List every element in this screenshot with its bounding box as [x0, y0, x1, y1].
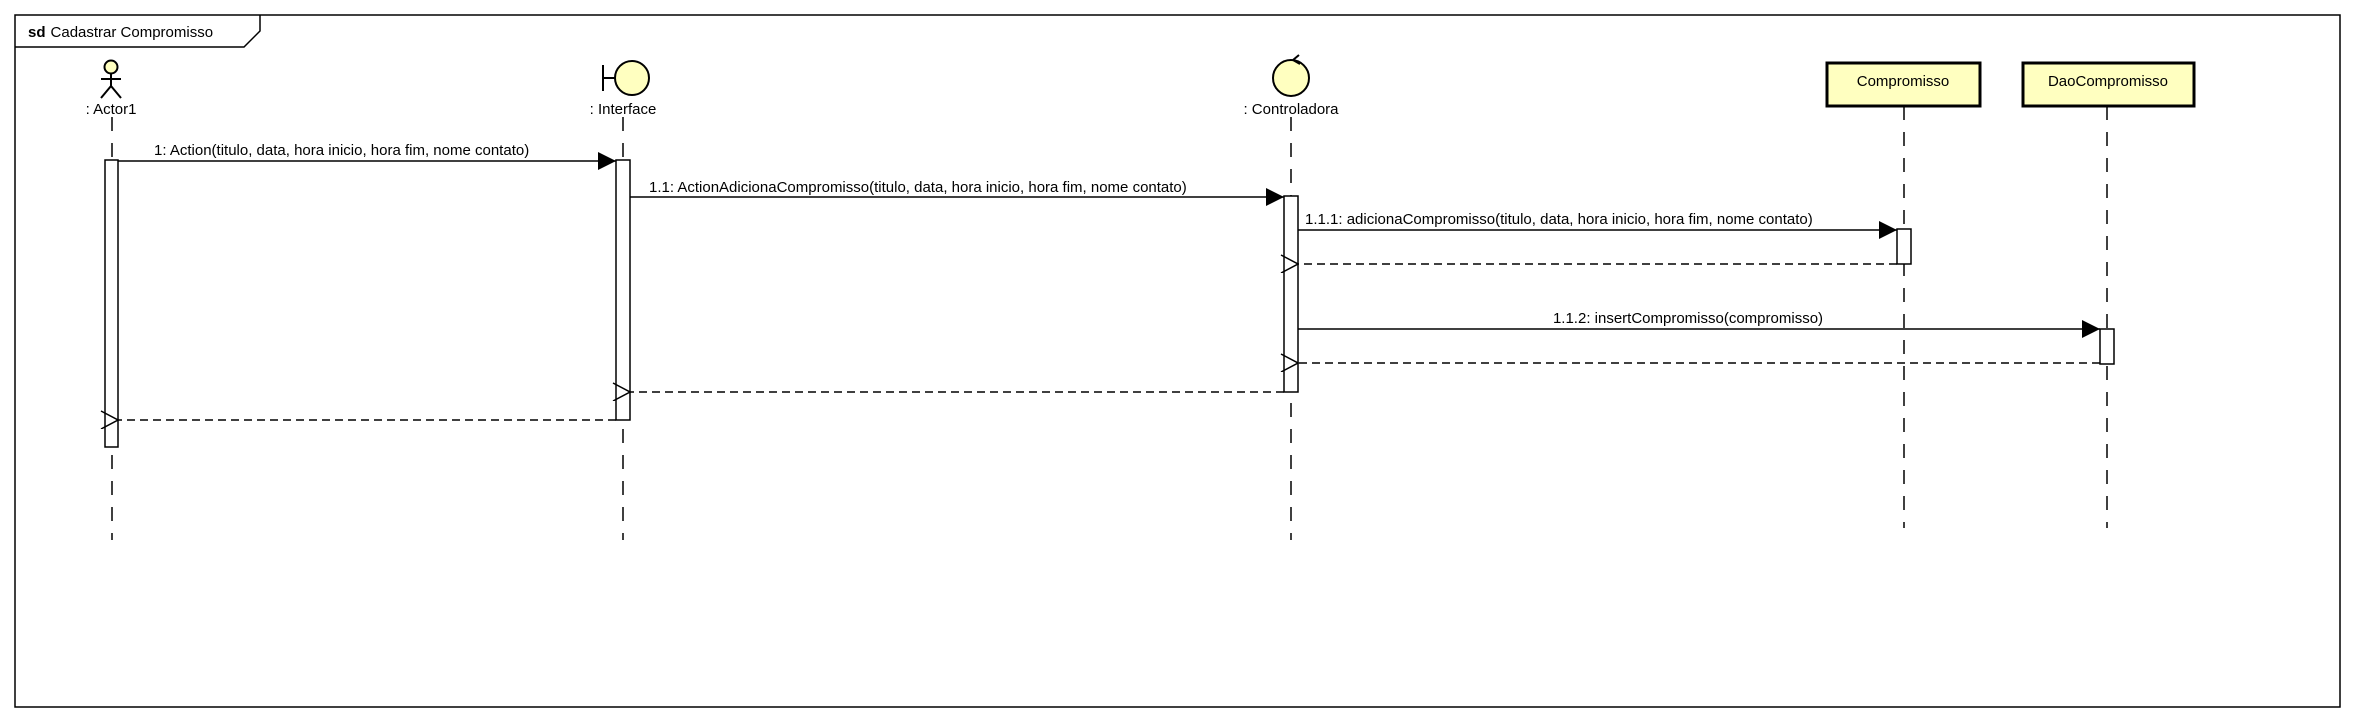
participant-actor1: : Actor1: [86, 59, 137, 118]
activation-bars: [104, 159, 2115, 448]
frame-border: [14, 14, 2341, 708]
class-box-daocompromisso: [2021, 61, 2196, 108]
activation-controladora: [1283, 195, 1299, 393]
actor-icon: [100, 59, 122, 99]
participant-daocompromisso: DaoCompromisso: [2021, 61, 2196, 108]
activation-actor1: [104, 159, 119, 448]
activation-interface: [615, 159, 631, 421]
messages: 1: Action(titulo, data, hora inicio, hor…: [118, 142, 2100, 420]
participant-label-actor1: : Actor1: [86, 101, 137, 118]
message-label-1: 1: Action(titulo, data, hora inicio, hor…: [154, 142, 529, 159]
message-label-3: 1.1.1: adicionaCompromisso(titulo, data,…: [1305, 211, 1813, 228]
participant-label-controladora: : Controladora: [1243, 101, 1339, 118]
class-box-compromisso: [1825, 61, 1982, 108]
frame-title: Cadastrar Compromisso: [51, 24, 214, 41]
frame-label-tab: [15, 15, 261, 48]
activation-compromisso: [1896, 228, 1912, 265]
activation-daocompromisso: [2099, 328, 2115, 365]
participant-label-daocompromisso: DaoCompromisso: [2048, 73, 2168, 90]
participant-label-interface: : Interface: [590, 101, 657, 118]
participant-compromisso: Compromisso: [1825, 61, 1982, 108]
frame-keyword: sd: [28, 24, 46, 41]
message-label-2: 1.1: ActionAdicionaCompromisso(titulo, d…: [649, 179, 1187, 196]
boundary-icon: [602, 60, 650, 96]
participant-interface: : Interface: [590, 60, 657, 118]
sequence-frame: sd Cadastrar Compromisso: [14, 14, 2341, 708]
message-label-5: 1.1.2: insertCompromisso(compromisso): [1553, 310, 1823, 327]
participant-controladora: : Controladora: [1243, 54, 1339, 118]
control-icon: [1272, 54, 1310, 97]
participant-label-compromisso: Compromisso: [1857, 73, 1950, 90]
